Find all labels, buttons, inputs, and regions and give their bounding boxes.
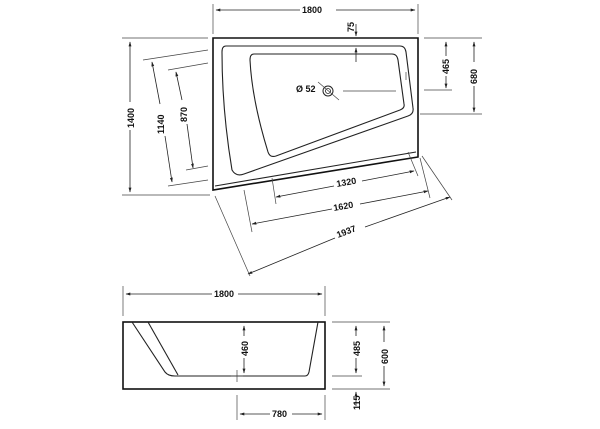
- drain-icon: [317, 81, 340, 101]
- tub-rim: [221, 45, 414, 176]
- right-depth-label: 680: [469, 69, 479, 84]
- plan-view: Ø 52 1800 75 465 680 1400 1140: [122, 4, 482, 277]
- side-outline: [122, 321, 326, 390]
- inner-depth-label: 460: [240, 341, 250, 356]
- inner-length-870-label: 870: [179, 107, 189, 122]
- tub-basin: [249, 53, 405, 158]
- inner-length-1140-label: 1140: [156, 114, 166, 134]
- drain-offset-label: 465: [441, 59, 451, 74]
- side-width-label: 1800: [214, 289, 234, 299]
- side-view: 1800 460 485 600 115 780: [122, 286, 390, 420]
- front-edge: [214, 151, 417, 187]
- basin-height-label: 485: [352, 341, 362, 356]
- basin-profile: [131, 321, 319, 377]
- tub-outline: [212, 37, 419, 191]
- total-depth-label: 1400: [126, 108, 136, 128]
- plan-width-label: 1800: [302, 5, 322, 15]
- front-outer-1937-label: 1937: [335, 223, 357, 240]
- drain-position-label: 780: [272, 409, 287, 419]
- drain-diameter-label: Ø 52: [296, 84, 316, 94]
- feet-height-label: 115: [352, 395, 362, 410]
- total-height-label: 600: [380, 349, 390, 364]
- front-inner-1320-label: 1320: [336, 176, 357, 189]
- front-inner-1620-label: 1620: [333, 200, 354, 213]
- rim-offset-label: 75: [346, 22, 356, 32]
